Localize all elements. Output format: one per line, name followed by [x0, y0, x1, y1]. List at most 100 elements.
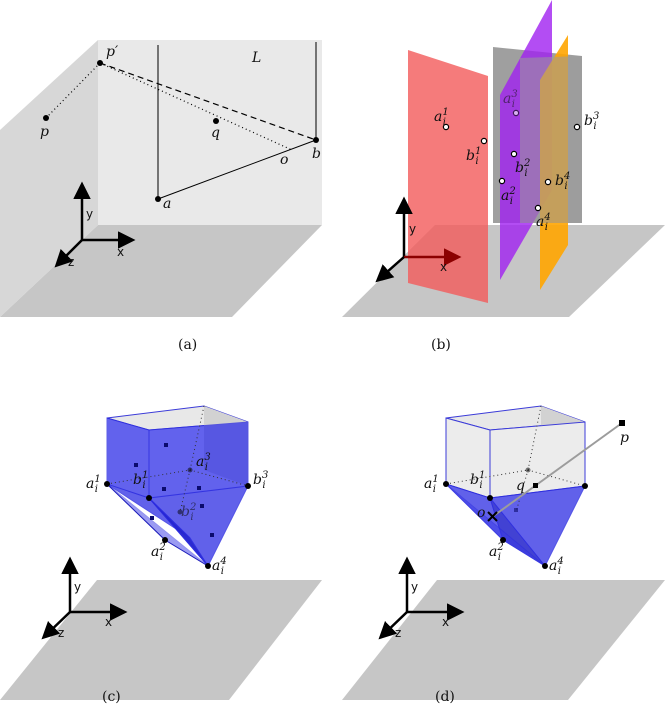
- axis-label-y: y: [86, 207, 93, 221]
- point-b1: [487, 495, 493, 501]
- point-o-cross: [487, 511, 498, 522]
- label-p: p: [620, 430, 629, 446]
- interior-sample: [514, 508, 518, 512]
- point-a3: [512, 109, 520, 117]
- label-a: a: [163, 196, 171, 212]
- point-b1: [480, 137, 488, 145]
- segment-a-b: [157, 139, 317, 200]
- dashed-pprime-b: [99, 62, 317, 141]
- interior-samples: [134, 443, 214, 537]
- axis-label-y: y: [411, 580, 418, 594]
- axis-label-x: x: [442, 615, 449, 629]
- tetra-back: [445, 483, 546, 567]
- point-center: [525, 467, 531, 473]
- point-b2: [177, 509, 183, 515]
- label-q: q: [516, 478, 525, 494]
- plane-L: [98, 40, 322, 225]
- label-p: p: [40, 124, 49, 140]
- point-pprime: [97, 60, 103, 66]
- label-pprime: p′: [106, 44, 119, 60]
- hidden-edge: [527, 405, 542, 471]
- caption-d: (d): [435, 689, 455, 705]
- point-a2: [500, 537, 506, 543]
- axes-a: y x z: [54, 181, 136, 269]
- label-plane-L: L: [251, 50, 261, 66]
- axis-label-y: y: [74, 580, 81, 594]
- point-a1: [442, 123, 450, 131]
- gray-plane-front: [520, 56, 582, 223]
- label-o: o: [280, 152, 288, 168]
- label-b: b: [312, 146, 321, 162]
- axes-d: y x z: [378, 556, 465, 640]
- axis-label-z: z: [58, 626, 64, 640]
- axis-label-y: y: [409, 222, 416, 236]
- floor-plane: [0, 225, 322, 317]
- point-a2: [498, 177, 506, 185]
- ray-p-o: [491, 422, 623, 518]
- point-b4: [544, 178, 552, 186]
- point-b: [313, 137, 319, 143]
- point-a4: [534, 204, 542, 212]
- hidden-edge: [189, 405, 205, 471]
- point-b1: [146, 495, 152, 501]
- dotted-p-pprime: [45, 62, 101, 119]
- panel-a: p p′ q o b a L y x z (a): [0, 40, 322, 353]
- red-plane: [408, 50, 488, 303]
- caption-a: (a): [178, 337, 197, 353]
- point-a: [155, 196, 161, 202]
- tetra-mid: [148, 497, 209, 567]
- floor-plane: [342, 580, 665, 700]
- point-b3: [573, 123, 581, 131]
- point-a2: [162, 537, 168, 543]
- point-p: [43, 115, 49, 121]
- edge: [164, 539, 209, 567]
- point-q: [213, 118, 219, 124]
- axis-label-z: z: [395, 626, 401, 640]
- point-b3: [245, 483, 251, 489]
- b-points: [442, 109, 581, 212]
- edge: [106, 483, 166, 541]
- axis-label-x: x: [440, 260, 447, 274]
- hidden-edge: [515, 469, 529, 513]
- axis-label-z: z: [68, 255, 74, 269]
- point-a3: [187, 467, 193, 473]
- point-b3: [582, 483, 588, 489]
- label-q: q: [211, 125, 220, 141]
- point-a4: [542, 563, 548, 569]
- axes-b: y x: [375, 196, 462, 283]
- point-a4: [205, 563, 211, 569]
- axis-label-x: x: [117, 245, 124, 259]
- caption-c: (c): [102, 689, 121, 705]
- d-points: [443, 481, 588, 569]
- axes-c: y x z: [41, 556, 128, 640]
- floor-plane: [0, 580, 322, 700]
- point-a1: [443, 481, 449, 487]
- point-q: [533, 483, 538, 488]
- point-a1: [104, 481, 110, 487]
- caption-b: (b): [431, 337, 451, 353]
